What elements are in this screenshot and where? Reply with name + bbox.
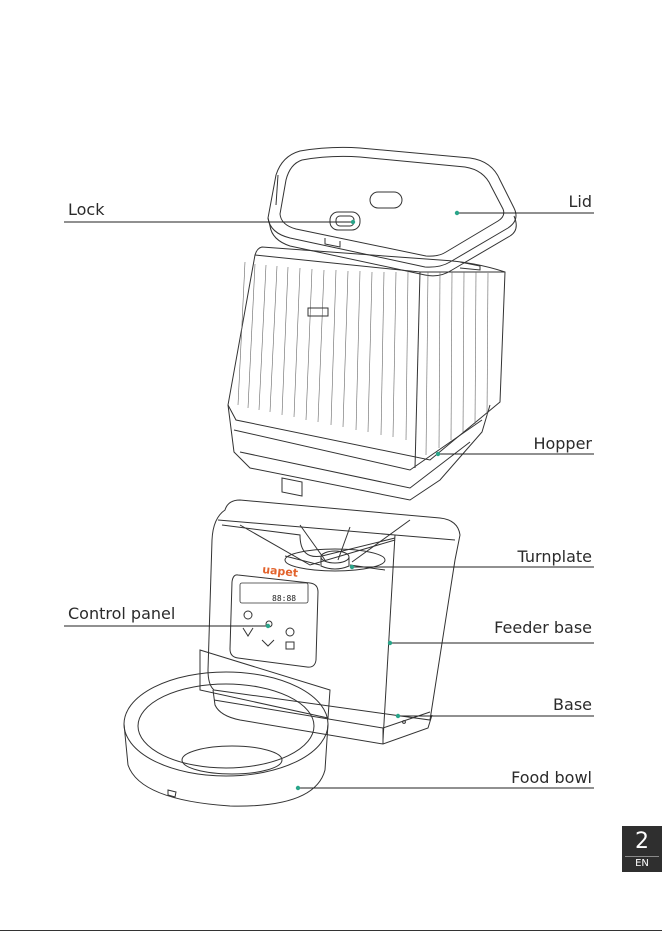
brand-logo: uapet	[262, 563, 299, 580]
bottom-rule	[0, 930, 662, 931]
page-number-tab: 2 EN	[622, 826, 662, 872]
feeder-base-illustration	[208, 500, 460, 744]
display-readout: 88:88	[272, 594, 296, 603]
hopper-illustration	[228, 247, 505, 500]
control-panel-illustration: 88:88	[230, 575, 318, 667]
page-number: 2	[622, 828, 662, 856]
leader-dots	[266, 211, 459, 790]
page-language: EN	[622, 857, 662, 871]
food-bowl-illustration	[124, 650, 330, 806]
